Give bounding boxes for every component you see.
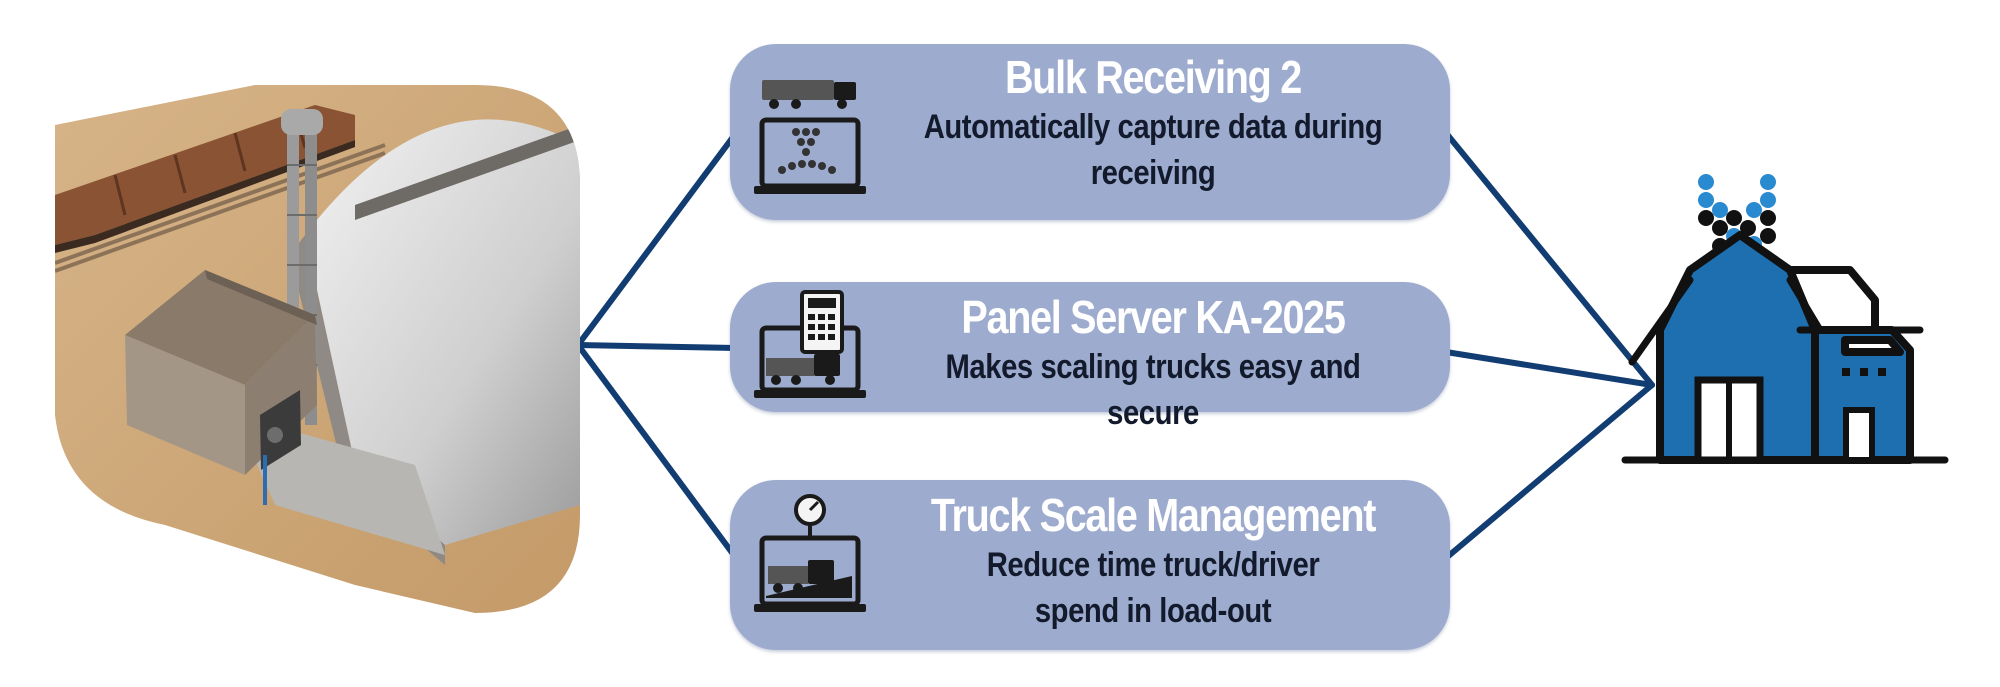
connector-bulk-farm	[1443, 130, 1655, 388]
connector-facility-truck	[575, 342, 739, 561]
connector-panel-farm	[1443, 349, 1655, 388]
farm-building-grain-icon	[1621, 174, 1949, 464]
product-title: Truck Scale Management	[930, 489, 1377, 541]
product-description-line: receiving	[1090, 154, 1216, 192]
connector-truck-farm	[1443, 382, 1655, 561]
product-description-line: spend in load-out	[1034, 592, 1272, 630]
laptop-calculator-truck-icon	[754, 290, 866, 398]
grain-facility-illustration	[55, 85, 580, 613]
product-description-line: Makes scaling trucks easy and secure	[945, 348, 1361, 432]
product-description-line: Reduce time truck/driver	[986, 546, 1320, 584]
product-card-truck-scale-management[interactable]: Truck Scale Management Reduce time truck…	[730, 480, 1450, 650]
product-card-bulk-receiving[interactable]: Bulk Receiving 2 Automatically capture d…	[730, 44, 1450, 220]
connector-facility-panel	[575, 342, 739, 351]
product-title: Bulk Receiving 2	[1005, 51, 1302, 103]
product-card-panel-server[interactable]: Panel Server KA-2025 Makes scaling truck…	[730, 282, 1450, 432]
connector-facility-bulk	[575, 130, 739, 348]
rail-cars	[55, 105, 355, 253]
laptop-scale-gauge-truck-icon	[754, 494, 866, 612]
laptop-truck-grain-icon	[754, 80, 866, 194]
product-description-line: Automatically capture data during	[923, 108, 1383, 146]
product-title: Panel Server KA-2025	[961, 291, 1346, 343]
